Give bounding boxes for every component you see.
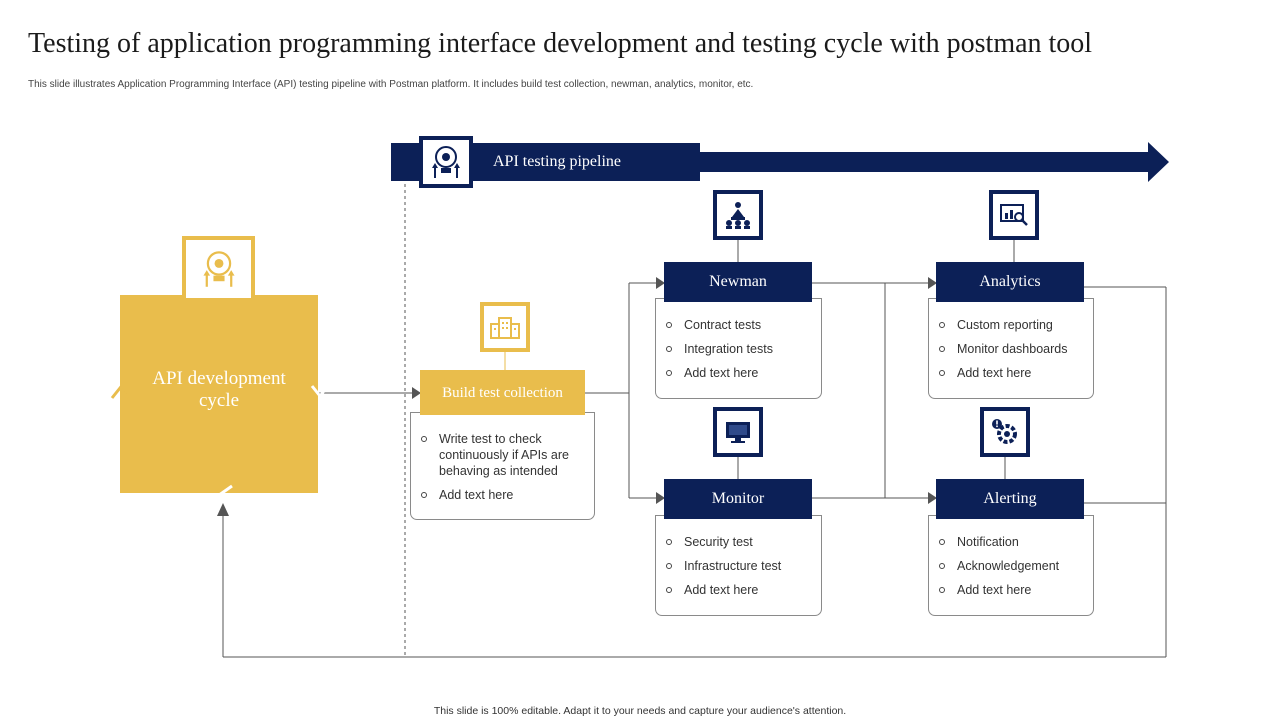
lightbulb-gear-icon	[202, 251, 235, 287]
list-item: Contract tests	[656, 317, 821, 333]
newman-icon-box	[713, 190, 763, 240]
analytics-icon-box	[989, 190, 1039, 240]
pipeline-icon-box	[419, 136, 473, 188]
pipeline-label: API testing pipeline	[493, 153, 621, 170]
dev-cycle-icon-box	[182, 236, 255, 302]
lightbulb-gear-icon	[432, 146, 460, 178]
alerting-header: Alerting	[936, 479, 1084, 519]
list-item: Integration tests	[656, 341, 821, 357]
newman-card: Contract tests Integration tests Add tex…	[655, 298, 822, 399]
list-item: Notification	[929, 534, 1093, 550]
analytics-header: Analytics	[936, 262, 1084, 302]
build-icon-box	[480, 302, 530, 352]
list-item: Custom reporting	[929, 317, 1093, 333]
alerting-icon-box	[980, 407, 1030, 457]
monitor-icon	[726, 422, 750, 443]
list-item: Add text here	[656, 582, 821, 598]
list-item: Monitor dashboards	[929, 341, 1093, 357]
dev-cycle-label: API development cycle	[152, 368, 286, 411]
monitor-card: Security test Infrastructure test Add te…	[655, 515, 822, 616]
build-header: Build test collection	[420, 370, 585, 415]
newman-header: Newman	[664, 262, 812, 302]
building-icon	[490, 317, 520, 339]
list-item: Write test to check continuously if APIs…	[411, 431, 594, 479]
list-item: Add text here	[929, 582, 1093, 598]
team-icon	[726, 202, 750, 229]
dev-cycle-box	[120, 295, 318, 493]
list-item: Add text here	[656, 365, 821, 381]
list-item: Acknowledgement	[929, 558, 1093, 574]
monitor-header: Monitor	[664, 479, 812, 519]
page-subtitle: This slide illustrates Application Progr…	[28, 79, 754, 90]
footer-note: This slide is 100% editable. Adapt it to…	[433, 705, 847, 717]
list-item: Add text here	[411, 487, 594, 503]
analytics-board-icon	[1000, 204, 1028, 226]
list-item: Security test	[656, 534, 821, 550]
analytics-card: Custom reporting Monitor dashboards Add …	[928, 298, 1094, 399]
page-title: Testing of application programming inter…	[28, 28, 1093, 59]
build-card: Write test to check continuously if APIs…	[410, 412, 595, 520]
list-item: Add text here	[929, 365, 1093, 381]
alert-gear-icon	[992, 419, 1017, 444]
cycle-arrows	[110, 385, 330, 502]
list-item: Infrastructure test	[656, 558, 821, 574]
alerting-card: Notification Acknowledgement Add text he…	[928, 515, 1094, 616]
monitor-icon-box	[713, 407, 763, 457]
